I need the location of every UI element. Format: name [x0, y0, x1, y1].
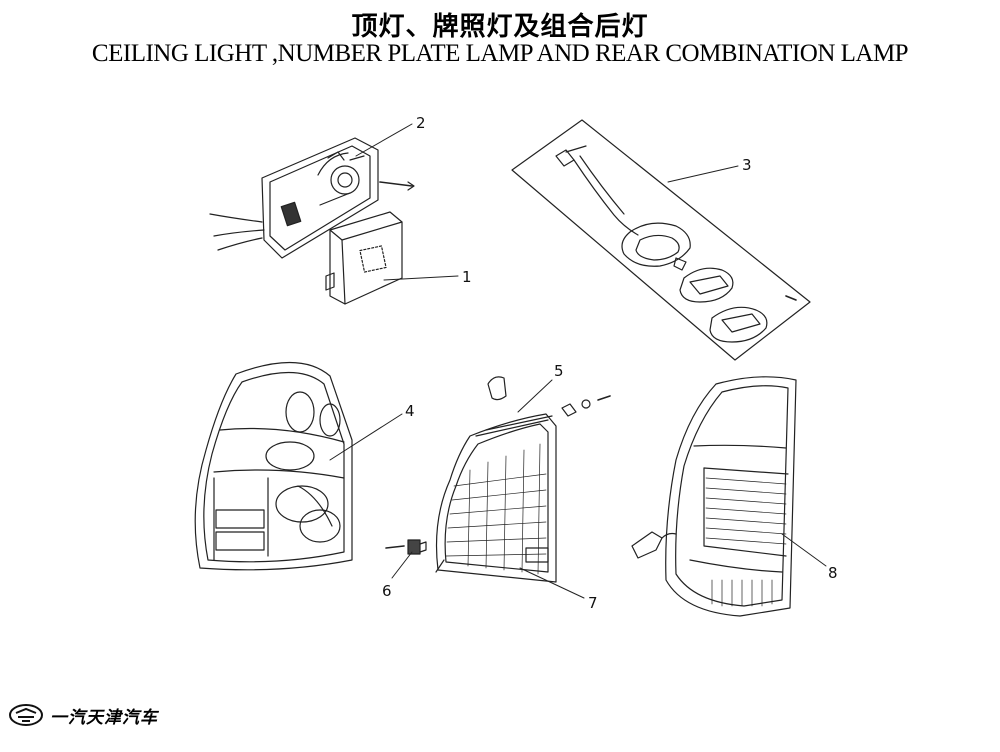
title-chinese: 顶灯、牌照灯及组合后灯: [351, 12, 649, 42]
leader-line-2: [355, 123, 413, 157]
title-english: CEILING LIGHT ,NUMBER PLATE LAMP AND REA…: [91, 40, 909, 67]
leader-line-1: [383, 275, 459, 281]
callout-5: 5: [554, 362, 564, 380]
rear-combination-lamp-right: [631, 376, 797, 617]
leader-lines: [329, 123, 827, 599]
callout-8: 8: [828, 564, 838, 582]
rear-combination-lamp-center: [435, 413, 557, 583]
ceiling-light-lens: [325, 211, 403, 305]
callout-1: 1: [462, 268, 472, 286]
leader-line-5: [517, 379, 553, 413]
brand-name: 一汽天津汽车: [50, 707, 158, 728]
screw-connector: [385, 539, 427, 555]
leader-line-4: [329, 413, 403, 461]
ceiling-light-housing: [209, 137, 415, 259]
bulb-holder: [487, 376, 611, 417]
leader-line-7: [519, 567, 585, 599]
callout-2: 2: [416, 114, 426, 132]
callout-6: 6: [382, 582, 392, 600]
number-plate-lamp: [511, 119, 811, 361]
callout-4: 4: [405, 402, 415, 420]
leader-line-8: [781, 533, 827, 567]
faw-logo-icon: [9, 704, 43, 726]
footer: 一汽天津汽车: [8, 700, 158, 730]
rear-combination-lamp-left: [194, 361, 353, 571]
leader-line-6: [391, 551, 413, 579]
callout-3: 3: [742, 156, 752, 174]
callout-7: 7: [588, 594, 598, 612]
leader-line-3: [667, 165, 739, 183]
